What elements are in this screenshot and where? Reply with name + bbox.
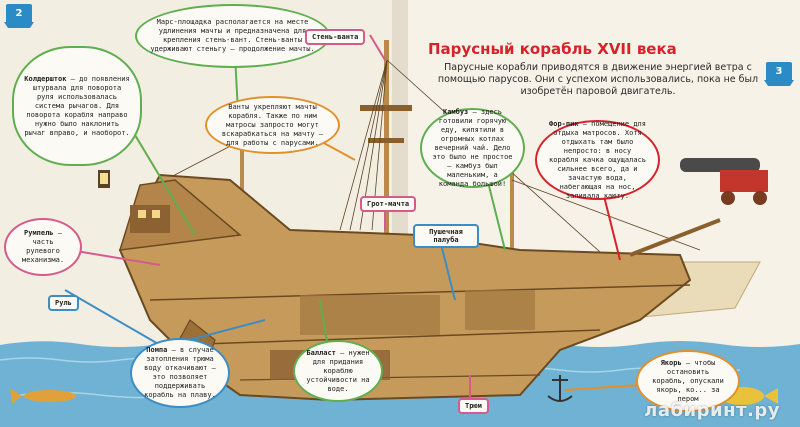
callout-kambuz: Камбуз — здесь готовили горячую еду, кип… [420,108,525,188]
callout-forpik: Фор-пик — помещение для отдыха матросов.… [535,120,660,200]
cannon-illustration [680,158,768,205]
label-rul: Руль [48,295,79,311]
callout-kambuz-title: Камбуз [442,107,469,116]
callout-kambuz-text: — здесь готовили горячую еду, кипятили в… [432,107,513,188]
callout-forpik-text: — помещение для отдыха матросов. Хотя от… [549,119,646,200]
callout-yakor-text: — чтобы остановить корабль, опускали яко… [652,358,724,403]
callout-rumpel-title: Румпель [24,229,54,237]
callout-mars-platform: Марс-площадка располагается на месте удл… [135,4,330,68]
callout-rumpel-text: — часть рулевого механизма. [21,229,65,264]
callout-ballast: Балласт — нужен для придания кораблю уст… [293,340,383,402]
callout-mars-text: Марс-площадка располагается на месте удл… [150,18,315,53]
callout-vanty: Ванты укрепляют мачты корабля. Также по … [205,96,340,154]
callout-forpik-title: Фор-пик [549,119,579,128]
page-number-ship-icon-left [4,4,34,28]
callout-pompa: Помпа — в случае затопления трюма воду о… [130,338,230,408]
callout-pompa-text: — в случае затопления трюма воду откачив… [144,346,216,399]
callout-kolderstok-text: — до появления штурвала для поворота рул… [24,74,130,137]
label-pushechnaya-paluba: Пушечная палуба [413,224,479,248]
callout-kolderstok-title: Колдершток [24,74,67,83]
callout-pompa-title: Помпа [146,346,168,354]
watermark-text: лабиринт.ру [644,400,780,421]
page-number-left: 2 [15,8,23,19]
fish-left-illustration [10,388,76,404]
anchor-icon [547,375,573,402]
label-sten-vanta: Стень-ванта [305,29,366,45]
page-number-ship-icon-right [764,62,794,86]
label-grot-machta: Грот-мачта [360,196,417,212]
callout-ballast-text: — нужен для придания кораблю устойчивост… [306,348,370,393]
callout-yakor-title: Якорь [660,358,682,367]
callout-kolderstok: Колдершток — до появления штурвала для п… [12,46,142,166]
callout-yakor: Якорь — чтобы остановить корабль, опуска… [636,350,740,412]
page-number-right: 3 [775,66,783,77]
label-trum: Трюм [458,398,489,414]
page-title: Парусный корабль XVII века [428,40,677,58]
callout-ballast-title: Балласт [306,348,336,357]
callout-rumpel: Румпель — часть рулевого механизма. [4,218,82,276]
intro-text: Парусные корабли приводятся в движение э… [437,62,759,97]
callout-vanty-text: Ванты укрепляют мачты корабля. Также по … [221,102,324,147]
